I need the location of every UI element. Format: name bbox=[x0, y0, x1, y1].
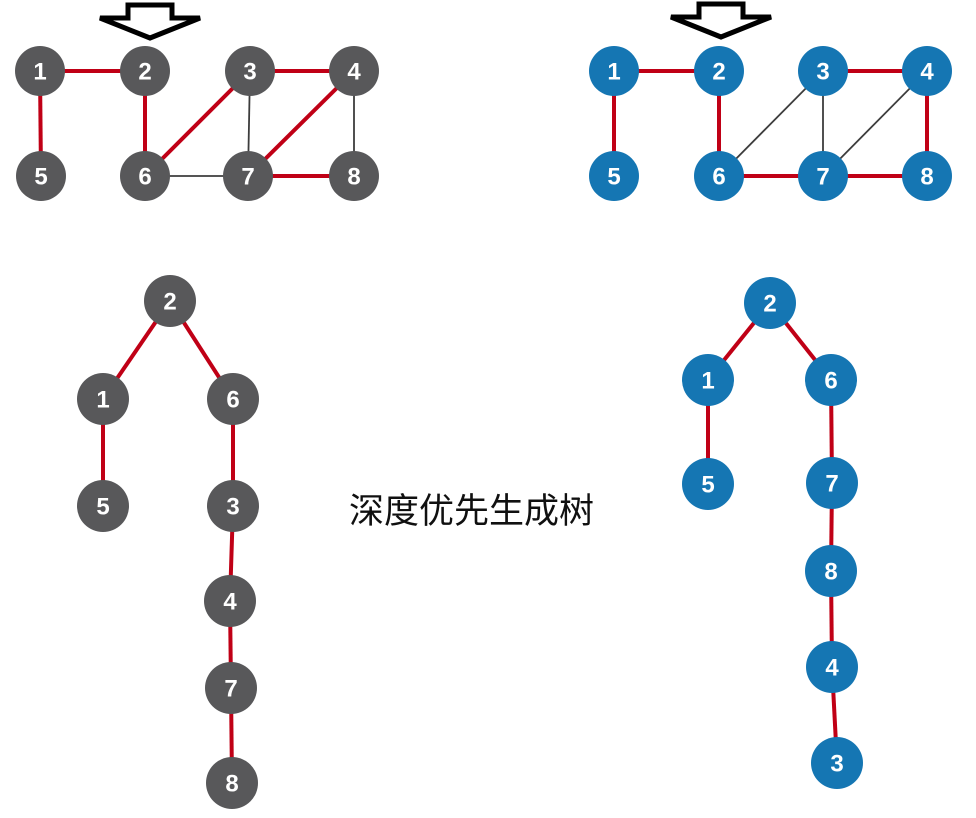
node-2 bbox=[120, 46, 170, 96]
node-label-1: 1 bbox=[96, 386, 109, 413]
node-3 bbox=[207, 480, 259, 532]
node-3 bbox=[225, 46, 275, 96]
node-label-4: 4 bbox=[825, 654, 839, 681]
node-6 bbox=[805, 354, 857, 406]
node-4 bbox=[329, 46, 379, 96]
node-1 bbox=[77, 373, 129, 425]
node-label-7: 7 bbox=[816, 163, 829, 190]
node-1 bbox=[682, 354, 734, 406]
tree-dfs-blue: 2 1 6 5 7 8 4 3 bbox=[682, 277, 863, 789]
node-6 bbox=[120, 151, 170, 201]
node-5 bbox=[589, 151, 639, 201]
node-6 bbox=[207, 373, 259, 425]
node-2 bbox=[744, 277, 796, 329]
node-1 bbox=[589, 46, 639, 96]
node-8 bbox=[206, 757, 258, 809]
node-2 bbox=[144, 275, 196, 327]
node-4 bbox=[902, 46, 952, 96]
node-5 bbox=[682, 458, 734, 510]
center-caption: 深度优先生成树 bbox=[349, 492, 595, 531]
node-4 bbox=[204, 575, 256, 627]
node-5 bbox=[16, 151, 66, 201]
node-label-8: 8 bbox=[347, 163, 360, 190]
node-7 bbox=[205, 662, 257, 714]
node-label-7: 7 bbox=[825, 470, 838, 497]
node-label-8: 8 bbox=[920, 163, 933, 190]
tree-dfs-gray: 2 1 6 5 3 4 7 8 bbox=[77, 275, 259, 809]
node-4 bbox=[806, 641, 858, 693]
node-label-4: 4 bbox=[920, 58, 934, 85]
node-label-4: 4 bbox=[347, 58, 361, 85]
node-label-4: 4 bbox=[223, 588, 237, 615]
node-label-5: 5 bbox=[96, 493, 109, 520]
node-8 bbox=[902, 151, 952, 201]
node-label-1: 1 bbox=[33, 58, 46, 85]
node-label-6: 6 bbox=[712, 163, 725, 190]
node-8 bbox=[329, 151, 379, 201]
node-7 bbox=[798, 151, 848, 201]
node-label-6: 6 bbox=[824, 367, 837, 394]
graph-original-blue: 1 2 3 4 5 6 7 8 bbox=[589, 46, 952, 201]
node-2 bbox=[694, 46, 744, 96]
node-7 bbox=[223, 151, 273, 201]
node-label-1: 1 bbox=[607, 58, 620, 85]
node-label-8: 8 bbox=[824, 558, 837, 585]
down-arrow-right-icon bbox=[670, 1, 772, 40]
node-3 bbox=[811, 737, 863, 789]
node-3 bbox=[798, 46, 848, 96]
node-label-7: 7 bbox=[224, 675, 237, 702]
node-label-2: 2 bbox=[163, 288, 176, 315]
node-label-1: 1 bbox=[701, 367, 714, 394]
node-6 bbox=[694, 151, 744, 201]
graph-original-gray: 1 2 3 4 5 6 7 8 bbox=[15, 46, 379, 201]
node-label-8: 8 bbox=[225, 770, 238, 797]
node-8 bbox=[805, 545, 857, 597]
node-label-5: 5 bbox=[701, 471, 714, 498]
node-label-3: 3 bbox=[226, 493, 239, 520]
down-arrow-left-icon bbox=[99, 2, 201, 41]
node-label-5: 5 bbox=[607, 163, 620, 190]
node-5 bbox=[77, 480, 129, 532]
node-label-7: 7 bbox=[241, 163, 254, 190]
node-label-6: 6 bbox=[138, 163, 151, 190]
node-label-3: 3 bbox=[816, 58, 829, 85]
node-label-2: 2 bbox=[712, 58, 725, 85]
node-1 bbox=[15, 46, 65, 96]
node-label-2: 2 bbox=[138, 58, 151, 85]
node-7 bbox=[806, 457, 858, 509]
node-label-5: 5 bbox=[34, 163, 47, 190]
node-label-6: 6 bbox=[226, 386, 239, 413]
node-label-2: 2 bbox=[763, 290, 776, 317]
node-label-3: 3 bbox=[243, 58, 256, 85]
node-label-3: 3 bbox=[830, 750, 843, 777]
